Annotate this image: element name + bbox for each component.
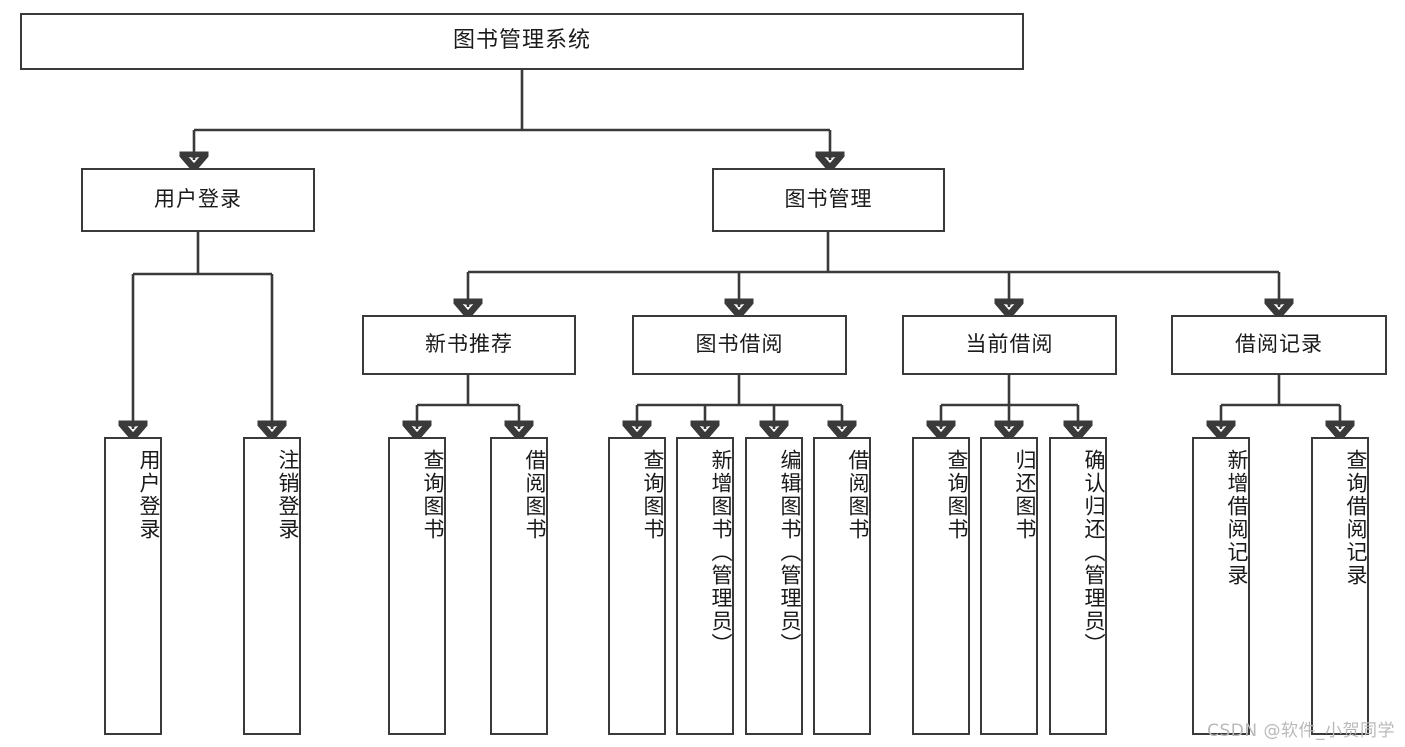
leaf-borrow-add-book[interactable]: 新增图书（管理员）: [676, 437, 734, 735]
leaf-current-confirm-return[interactable]: 确认归还（管理员）: [1049, 437, 1107, 735]
node-label: 注销登录: [276, 449, 300, 541]
node-current-borrow[interactable]: 当前借阅: [902, 315, 1117, 375]
node-borrow-record[interactable]: 借阅记录: [1171, 315, 1387, 375]
leaf-current-query-book[interactable]: 查询图书: [912, 437, 970, 735]
leaf-record-query-record[interactable]: 查询借阅记录: [1311, 437, 1369, 735]
node-label: 图书借阅: [695, 332, 784, 357]
node-label: 新增图书（管理员）: [709, 449, 733, 656]
node-label: 查询图书: [641, 449, 665, 541]
node-new-book-recommend[interactable]: 新书推荐: [362, 315, 576, 375]
node-label: 查询借阅记录: [1344, 449, 1368, 587]
leaf-current-return-book[interactable]: 归还图书: [980, 437, 1038, 735]
node-label: 当前借阅: [965, 332, 1054, 357]
node-label: 图书管理: [784, 187, 873, 212]
node-root-book-management-system[interactable]: 图书管理系统: [20, 13, 1024, 70]
node-label: 新书推荐: [425, 332, 513, 357]
node-label: 编辑图书（管理员）: [778, 449, 802, 656]
leaf-record-add-record[interactable]: 新增借阅记录: [1192, 437, 1250, 735]
leaf-new-book-borrow[interactable]: 借阅图书: [490, 437, 548, 735]
node-book-borrow[interactable]: 图书借阅: [632, 315, 847, 375]
node-book-management[interactable]: 图书管理: [712, 168, 945, 232]
node-label: 查询图书: [421, 449, 445, 541]
leaf-borrow-edit-book[interactable]: 编辑图书（管理员）: [745, 437, 803, 735]
node-label: 新增借阅记录: [1225, 449, 1249, 587]
node-label: 查询图书: [945, 449, 969, 541]
node-label: 借阅记录: [1235, 332, 1323, 357]
leaf-user-login-logout[interactable]: 注销登录: [243, 437, 301, 735]
node-label: 借阅图书: [523, 449, 547, 541]
leaf-borrow-query-book[interactable]: 查询图书: [608, 437, 666, 735]
node-label: 确认归还（管理员）: [1082, 449, 1106, 656]
leaf-borrow-borrow-book[interactable]: 借阅图书: [813, 437, 871, 735]
node-label: 用户登录: [137, 449, 161, 541]
leaf-new-book-query[interactable]: 查询图书: [388, 437, 446, 735]
node-user-login[interactable]: 用户登录: [81, 168, 315, 232]
csdn-watermark: CSDN @软件_小贺同学: [1207, 721, 1395, 741]
node-label: 图书管理系统: [452, 28, 591, 54]
node-label: 归还图书: [1013, 449, 1037, 541]
leaf-user-login-login[interactable]: 用户登录: [104, 437, 162, 735]
node-label: 用户登录: [154, 187, 242, 212]
node-label: 借阅图书: [846, 449, 870, 541]
